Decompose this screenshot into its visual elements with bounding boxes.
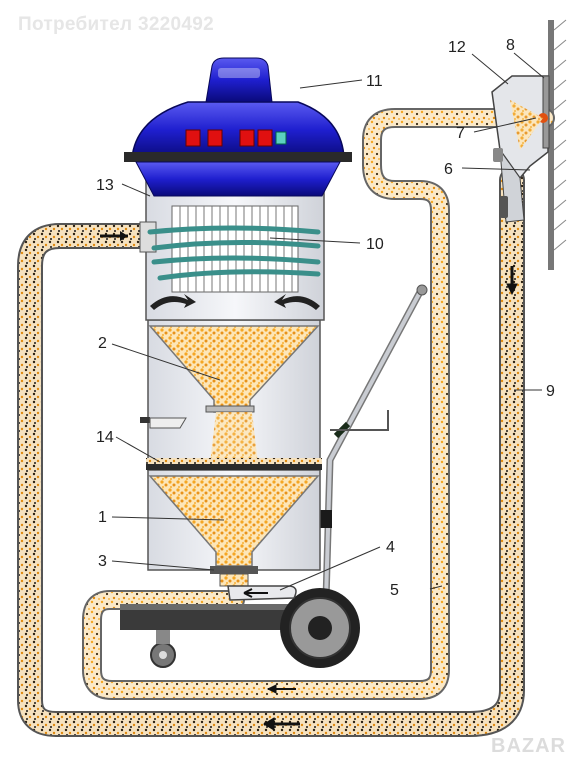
motor-head (124, 57, 352, 197)
wall-intake (491, 75, 550, 223)
label-7: 7 (456, 125, 465, 142)
part-labels: 1 2 3 4 5 6 7 8 9 10 11 12 13 14 (96, 37, 555, 599)
flow-arrows (263, 266, 518, 731)
label-14: 14 (96, 429, 114, 446)
outer-hose (17, 167, 525, 737)
leader-lines (111, 52, 545, 591)
label-4: 4 (386, 539, 395, 556)
label-1: 1 (98, 509, 107, 526)
chassis (120, 588, 360, 668)
wall (548, 19, 567, 270)
trolley-frame (312, 284, 428, 604)
label-11: 11 (366, 73, 383, 90)
inner-hose (82, 108, 555, 700)
collector-body (140, 319, 322, 601)
label-6: 6 (444, 161, 453, 178)
label-5: 5 (390, 582, 399, 599)
label-13: 13 (96, 177, 114, 194)
label-9: 9 (546, 383, 555, 400)
label-12: 12 (448, 39, 466, 56)
site-logo: BAZAR (491, 735, 566, 757)
label-2: 2 (98, 335, 107, 352)
label-8: 8 (506, 37, 515, 54)
label-10: 10 (366, 236, 384, 253)
watermark: Потребител 3220492 (18, 14, 215, 35)
label-3: 3 (98, 553, 107, 570)
